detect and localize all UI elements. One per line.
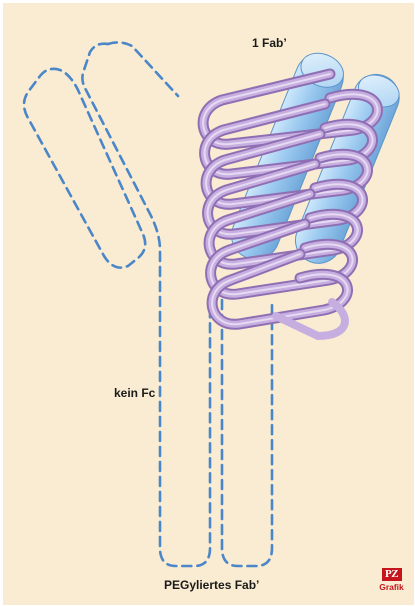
dashed-top-connector (108, 42, 178, 96)
fab-label: 1 Fab’ (252, 36, 287, 50)
pz-grafik-logo: PZ Grafik (375, 568, 408, 592)
missing-fc-label: kein Fc (114, 386, 155, 400)
dashed-antibody-outline (24, 42, 272, 566)
dashed-missing-fc (222, 300, 272, 566)
pegylated-fab-caption: PEGyliertes Fab’ (164, 578, 259, 592)
pz-logo-mark: PZ (382, 568, 402, 581)
dashed-inner-arm (82, 44, 210, 566)
pz-logo-text: Grafik (375, 582, 408, 592)
